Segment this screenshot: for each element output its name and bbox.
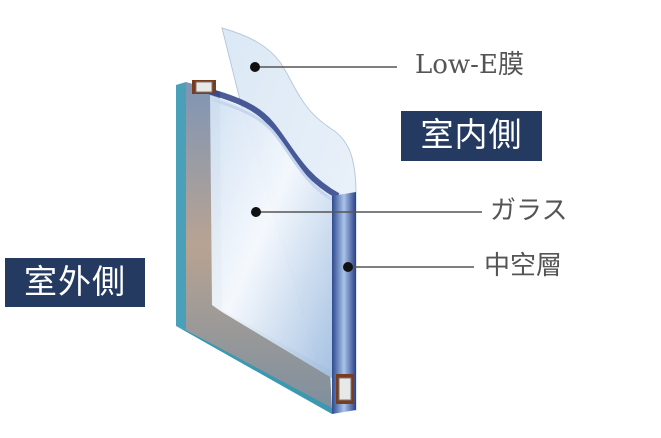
glass-label: ガラス xyxy=(490,196,568,226)
glass-pane xyxy=(210,95,335,380)
glass-right-edge xyxy=(332,192,356,414)
air-layer-label: 中空層 xyxy=(484,251,563,281)
low-e-label: Low-E膜 xyxy=(415,50,524,80)
low-e-dot xyxy=(250,62,260,72)
glass-dot xyxy=(251,207,261,217)
spacer-frame xyxy=(186,82,332,410)
glass-wavy-edge xyxy=(204,87,340,199)
air-layer-dot xyxy=(343,262,353,272)
indoor-side-label: 室内側 xyxy=(401,111,542,161)
glass-left-edge xyxy=(176,82,186,330)
outdoor-side-label: 室外側 xyxy=(5,258,145,307)
glass-bottom-edge xyxy=(176,326,332,414)
